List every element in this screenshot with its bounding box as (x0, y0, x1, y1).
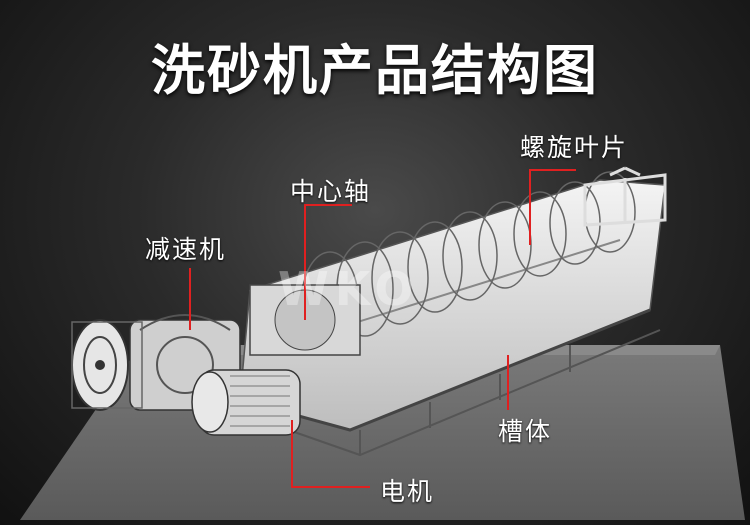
watermark: WKO (278, 262, 420, 316)
label-reducer: 减速机 (145, 235, 227, 264)
leader-line-center-shaft (304, 204, 352, 320)
top-frame (583, 166, 667, 227)
label-center-shaft: 中心轴 (290, 177, 372, 206)
page-title: 洗砂机产品结构图 (151, 39, 599, 102)
motor (191, 369, 301, 436)
pulley (71, 319, 143, 411)
leader-line-motor (291, 420, 370, 488)
leader-lines (189, 169, 576, 488)
label-motor: 电机 (380, 477, 435, 506)
leader-line-spiral-blade (529, 169, 576, 245)
label-spiral-blade: 螺旋叶片 (520, 133, 629, 162)
label-tank-body: 槽体 (498, 417, 553, 446)
